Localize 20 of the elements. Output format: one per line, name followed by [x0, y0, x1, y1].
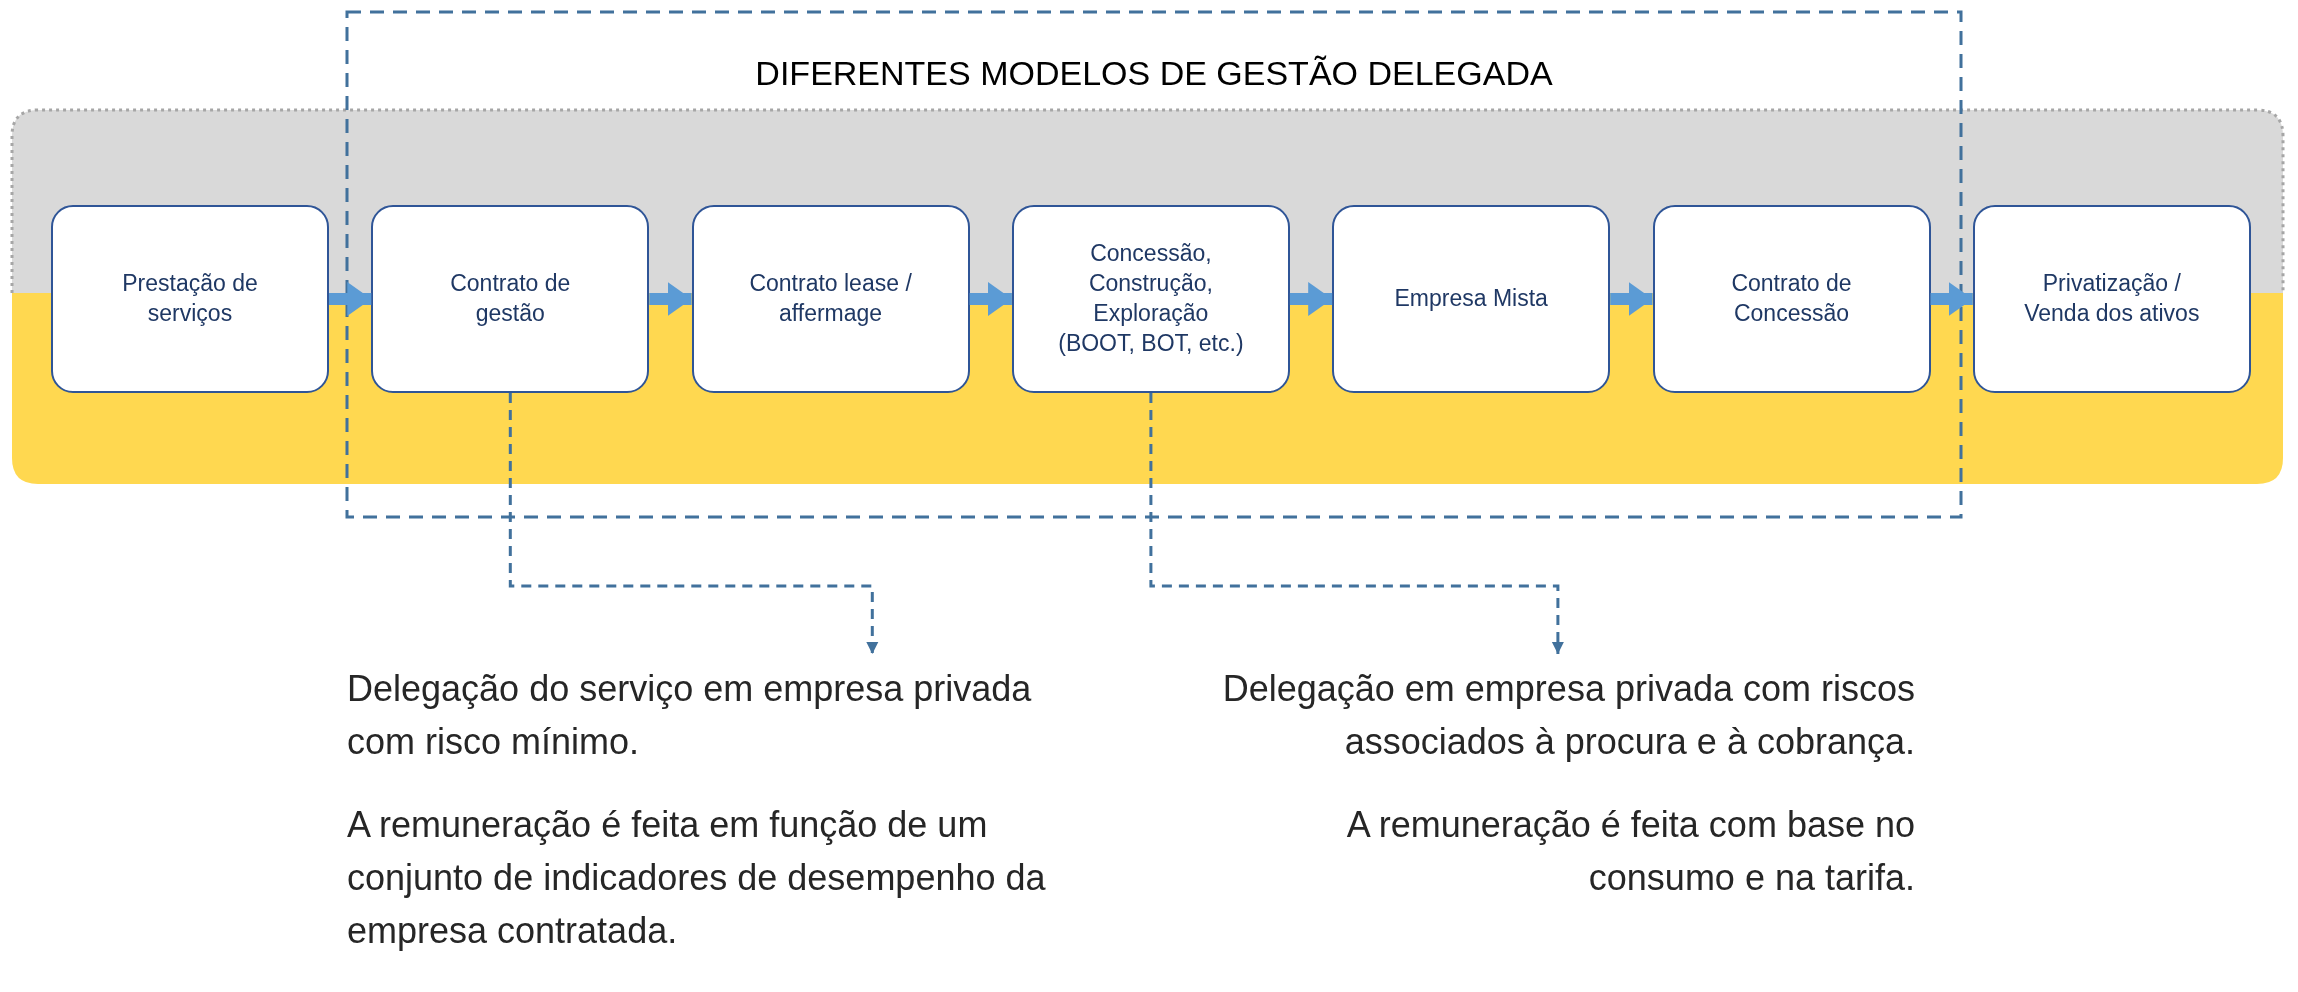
process-box: Prestação de serviços: [51, 205, 329, 393]
block-arrow: [1930, 282, 1973, 316]
frame-title: DIFERENTES MODELOS DE GESTÃO DELEGADA: [755, 54, 1553, 93]
note-paragraph: A remuneração é feita com base no consumo e na tarifa.: [1345, 803, 1915, 900]
note-paragraph: Delegação do serviço em empresa privada com risco mínimo.: [347, 667, 1033, 764]
leader-line: [508, 393, 879, 654]
process-box: Contrato lease / affermage: [691, 205, 970, 393]
block-arrow: [649, 282, 692, 316]
process-box: Empresa Mista: [1332, 205, 1611, 393]
block-arrow: [1289, 282, 1333, 316]
process-box: Contrato de Concessão: [1652, 205, 1931, 393]
leader-line: [1149, 393, 1564, 654]
block-arrow: [969, 282, 1012, 316]
process-box: Privatização / Venda dos ativos: [1972, 205, 2251, 393]
block-arrow: [329, 282, 372, 316]
note-paragraph: Delegação em empresa privada com riscos associados à procura e à cobrança.: [1221, 667, 1915, 764]
block-arrow: [1610, 282, 1653, 316]
process-box: Concessão, Construção, Exploração (BOOT, BOT, etc.): [1011, 205, 1290, 393]
process-box: Contrato de gestão: [371, 205, 650, 393]
note-paragraph: A remuneração é feita em função de um conjunto de indicadores de desempenho da empresa contratada.: [347, 803, 1047, 953]
